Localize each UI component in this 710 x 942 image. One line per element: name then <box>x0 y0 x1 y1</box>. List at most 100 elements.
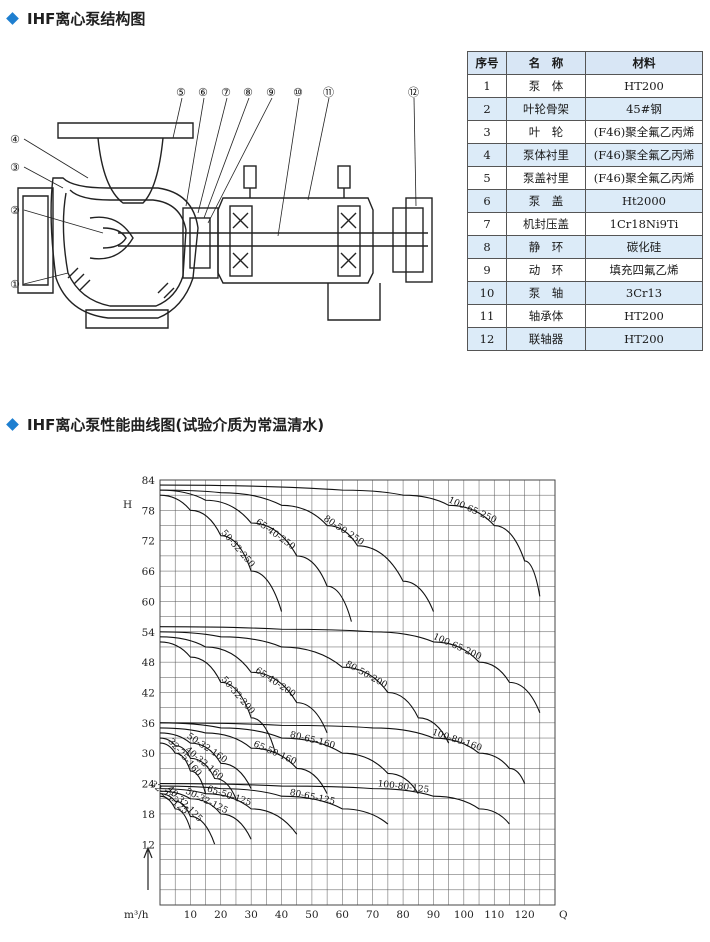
callout-7: ⑦ <box>221 86 231 99</box>
y-tick-label: 30 <box>142 748 155 760</box>
callout-1: ① <box>10 278 20 291</box>
curve-label-80-50-250: 80-50-250 <box>321 514 365 548</box>
row-part-name: 静 环 <box>506 235 586 259</box>
callout-3: ③ <box>10 161 20 174</box>
curve-80-65-125 <box>159 785 389 825</box>
row-material: (F46)聚全氟乙丙烯 <box>585 143 703 167</box>
curve-80-50-250 <box>159 489 434 612</box>
header-index: 序号 <box>467 51 507 75</box>
curve-40-32-125 <box>159 793 216 845</box>
curve-50-32-125 <box>159 790 252 840</box>
x-axis-label: Q <box>559 909 568 921</box>
curve-32-25-125 <box>159 795 191 830</box>
x-unit-label: m³/h <box>124 909 149 921</box>
callout-6: ⑥ <box>198 86 208 99</box>
y-tick-label: 48 <box>142 657 155 669</box>
y-tick-label: 60 <box>142 596 155 608</box>
y-tick-label: 84 <box>142 475 156 487</box>
row-index: 4 <box>467 143 507 167</box>
row-material: Ht2000 <box>585 189 703 213</box>
performance-title-text: IHF离心泵性能曲线图(试验介质为常温清水) <box>27 416 325 434</box>
curve-label-100-65-250: 100-65-250 <box>447 495 499 525</box>
curve-65-40-200 <box>159 636 328 734</box>
x-tick-label: 40 <box>275 909 288 921</box>
chart-grid <box>159 479 556 906</box>
curve-80-65-160 <box>159 722 419 794</box>
curve-32-25-160 <box>159 742 207 794</box>
x-tick-label: 30 <box>244 909 257 921</box>
y-tick-label: 36 <box>142 718 156 730</box>
row-material: HT200 <box>585 327 703 351</box>
x-tick-label: 20 <box>214 909 227 921</box>
callout-2: ② <box>10 204 20 217</box>
row-material: 填充四氟乙烯 <box>585 258 703 282</box>
curve-100-80-160 <box>159 722 526 784</box>
structure-section-title: IHF离心泵结构图 <box>6 8 146 29</box>
row-index: 5 <box>467 166 507 190</box>
curve-label-65-40-200: 65-40-200 <box>253 666 297 700</box>
y-arrow-icon <box>143 846 153 890</box>
row-material: (F46)聚全氟乙丙烯 <box>585 166 703 190</box>
row-index: 6 <box>467 189 507 213</box>
row-part-name: 叶 轮 <box>506 120 586 144</box>
x-tick-label: 120 <box>515 909 535 921</box>
row-part-name: 泵 轴 <box>506 281 586 305</box>
x-tick-label: 10 <box>184 909 197 921</box>
row-part-name: 泵 体 <box>506 74 586 98</box>
callout-10: ⑩ <box>293 86 303 99</box>
row-index: 8 <box>467 235 507 259</box>
row-part-name: 联轴器 <box>506 327 586 351</box>
row-material: 1Cr18Ni9Ti <box>585 212 703 236</box>
structure-title-text: IHF离心泵结构图 <box>27 10 146 28</box>
callout-12: ⑫ <box>408 86 419 99</box>
row-part-name: 泵 盖 <box>506 189 586 213</box>
curve-label-65-50-160: 65-50-160 <box>252 740 299 768</box>
callout-8: ⑧ <box>243 86 253 99</box>
callout-9: ⑨ <box>266 86 276 99</box>
curve-label-65-40-250: 65-40-250 <box>253 517 297 552</box>
chart-curves <box>159 484 541 845</box>
row-index: 3 <box>467 120 507 144</box>
row-material: HT200 <box>585 74 703 98</box>
row-index: 1 <box>467 74 507 98</box>
curve-label-100-65-200: 100-65-200 <box>431 632 483 662</box>
x-tick-label: 90 <box>427 909 440 921</box>
performance-section-title: IHF离心泵性能曲线图(试验介质为常温清水) <box>6 414 325 435</box>
row-index: 9 <box>467 258 507 282</box>
curve-label-100-80-125: 100-80-125 <box>377 779 430 795</box>
curve-100-65-200 <box>159 626 541 713</box>
curve-100-65-250 <box>159 484 541 597</box>
callout-5: ⑤ <box>176 86 186 99</box>
x-tick-label: 60 <box>336 909 349 921</box>
row-part-name: 轴承体 <box>506 304 586 328</box>
row-part-name: 泵体衬里 <box>506 143 586 167</box>
y-tick-label: 78 <box>142 505 155 517</box>
row-index: 12 <box>467 327 507 351</box>
row-index: 11 <box>467 304 507 328</box>
y-tick-label: 54 <box>142 627 156 639</box>
row-part-name: 机封压盖 <box>506 212 586 236</box>
curve-100-80-125 <box>159 783 510 825</box>
table-header-row: 序号 名 称 材料 <box>467 51 703 75</box>
curve-50-32-250 <box>159 494 283 612</box>
row-material: HT200 <box>585 304 703 328</box>
chart-labels: 100-65-25080-50-25065-40-25050-32-250100… <box>148 495 498 824</box>
curve-50-32-200 <box>159 641 276 754</box>
row-material: 3Cr13 <box>585 281 703 305</box>
row-material: 45#钢 <box>585 97 703 121</box>
x-tick-label: 110 <box>484 909 504 921</box>
row-material: 碳化硅 <box>585 235 703 259</box>
callout-4: ④ <box>10 133 20 146</box>
curve-label-50-32-200: 50-32-200 <box>219 675 257 717</box>
